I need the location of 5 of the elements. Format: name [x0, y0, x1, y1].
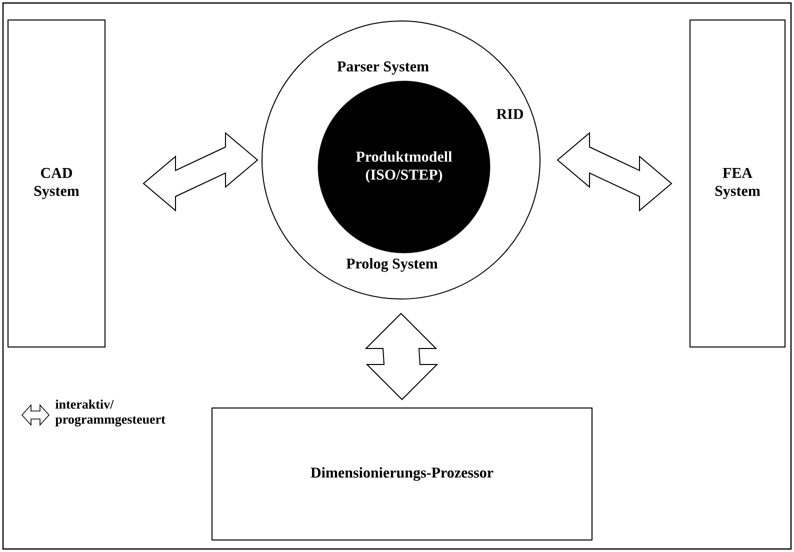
system-box: FEA System: [690, 20, 786, 348]
system-box: Dimensionierungs-Prozessor: [212, 408, 592, 540]
legend-text: interaktiv/ programmgesteuert: [55, 400, 166, 426]
model-disc: Produktmodell (ISO/STEP): [318, 80, 490, 254]
system-box: CAD System: [8, 20, 106, 348]
